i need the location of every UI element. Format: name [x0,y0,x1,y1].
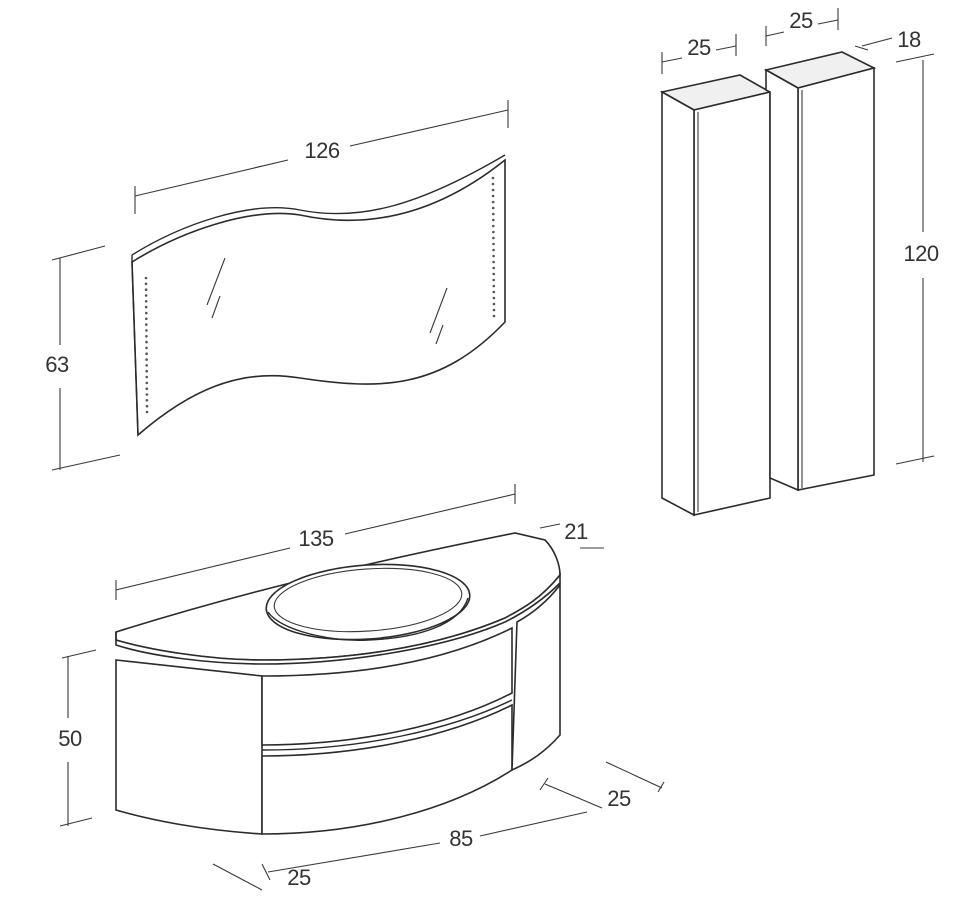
led-dot [492,224,495,228]
column-left-width-label: 25 [687,35,711,60]
led-dot [492,290,496,294]
vanity-top-depth-label: 21 [564,519,588,544]
led-dot [492,266,496,270]
mirror-reflection-2 [211,295,221,319]
column-right-width-label: 25 [789,8,813,33]
mirror-face [131,158,506,437]
led-dot [145,329,148,332]
column-depth-label: 18 [897,27,921,52]
dimension-vanity-side-left [212,863,263,891]
dimension-vanity-width [115,484,516,600]
led-dot [492,212,495,216]
column-height-label: 120 [903,241,938,266]
column-left [659,74,773,517]
dimension-column-height [895,53,935,465]
mirror-reflection-1 [206,257,226,306]
mirror-height-label: 63 [45,352,69,377]
led-dot [492,230,495,234]
led-dot [145,381,149,385]
led-dot [145,346,148,350]
led-dot [145,311,148,315]
led-dot [492,308,496,312]
led-dot [145,335,148,338]
column-left-front [693,90,771,516]
led-dot [144,300,148,303]
led-dot [492,242,495,246]
led-dot [145,317,148,321]
vanity-drawer-top [261,626,513,746]
mirror-top-edge [131,154,506,256]
vanity-drawer-gap [261,699,513,751]
dimension-vanity-height [59,649,97,827]
column-right [763,51,877,492]
vanity-front-label: 85 [449,826,473,851]
led-dot [491,182,495,186]
led-dot [492,272,496,276]
led-dot [491,194,495,198]
led-dot [144,282,148,286]
led-dot [491,200,495,204]
led-dot [144,276,148,280]
vanity-side-left-label: 25 [287,865,311,890]
vanity-width-label: 135 [298,526,333,551]
led-dot [491,176,495,180]
led-dot [145,375,148,379]
led-dot [145,352,148,356]
wave-mirror [131,154,506,437]
vanity-side-right-label: 25 [607,786,631,811]
led-dot [145,410,149,414]
column-right-front [797,66,875,491]
led-dot [145,369,148,373]
dimension-mirror-height [51,245,121,471]
led-dot [145,387,149,391]
led-dot [492,314,496,318]
led-dot [492,296,496,300]
dimension-vanity-side-right [539,761,665,809]
vanity-side-door [511,582,561,772]
led-dot [145,358,148,361]
mirror-reflection-3 [429,287,448,334]
column-right-side [765,68,799,492]
vanity-unit [115,532,561,835]
dimension-mirror-width [134,100,509,214]
led-dot [144,305,148,309]
led-dot [492,284,496,288]
vanity-height-label: 50 [58,726,82,751]
dimension-column-depth [854,37,893,51]
dimension-vanity-front [261,811,588,881]
led-dot [145,404,149,408]
led-dot [145,399,149,402]
led-dot [492,302,496,306]
led-dot [145,393,149,396]
mirror-led-strip-right [491,176,496,318]
led-dot [492,248,495,252]
mirror-width-label: 126 [304,138,339,163]
vanity-countertop-edge [115,572,561,665]
led-dot [491,188,495,192]
mirror-side-edge [131,255,139,436]
led-dot [492,278,496,282]
led-dot [145,340,148,344]
led-dot [492,254,495,258]
led-dot [491,206,495,210]
dimension-column-left-width [661,34,737,74]
led-dot [145,364,148,367]
dimension-column-right-width [765,8,839,46]
led-dot [144,288,148,292]
dimension-vanity-top-depth [539,523,604,549]
vanity-left-panel [115,659,263,835]
led-dot [144,294,148,297]
column-left-side [661,90,695,517]
led-dot [492,260,495,264]
mirror-reflection-4 [435,324,444,345]
mirror-led-strip-left [144,276,149,414]
led-dot [145,323,148,326]
led-dot [492,236,495,240]
vanity-basin [265,563,471,641]
led-dot [492,218,495,222]
